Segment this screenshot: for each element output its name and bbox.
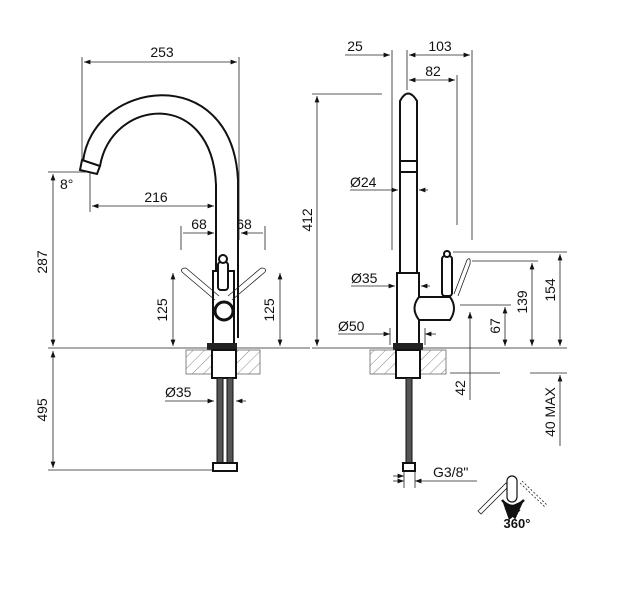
dim-68-left: 68	[191, 216, 207, 232]
dim-67: 67	[487, 318, 503, 334]
dim-125-right: 125	[261, 298, 277, 322]
dim-tube-24: Ø24	[350, 174, 377, 190]
dim-body-35: Ø35	[351, 270, 378, 286]
hub	[213, 300, 235, 322]
lever-left	[181, 267, 220, 301]
dim-103: 103	[428, 38, 452, 54]
dim-253: 253	[150, 44, 174, 60]
tube-band	[399, 160, 418, 173]
handle-top-icon	[218, 254, 228, 264]
dim-8-deg: 8°	[60, 176, 73, 192]
dim-25: 25	[347, 38, 363, 54]
dim-42: 42	[452, 380, 468, 396]
dim-82: 82	[425, 63, 441, 79]
dim-hose-35: Ø35	[165, 384, 192, 400]
rotation-label: 360°	[504, 516, 531, 531]
dim-125-left: 125	[154, 298, 170, 322]
dim-287: 287	[34, 250, 50, 274]
hose	[405, 377, 413, 464]
spout-inner	[99, 112, 217, 338]
handle-top-icon	[443, 250, 451, 258]
hose-left	[216, 377, 224, 464]
spout	[82, 94, 239, 338]
handle-knob	[217, 261, 229, 291]
dim-thread-g38: G3/8"	[433, 464, 468, 480]
dim-139: 139	[514, 290, 530, 314]
dim-40-max: 40 MAX	[542, 386, 558, 436]
dim-68-right: 68	[236, 216, 252, 232]
base-plate	[207, 343, 237, 350]
tube	[399, 92, 418, 274]
dim-216: 216	[144, 189, 168, 205]
handle-alt-position	[453, 258, 471, 297]
lever-right	[227, 267, 266, 301]
nuts	[212, 462, 238, 472]
dim-495: 495	[34, 398, 50, 422]
dim-base-50: Ø50	[338, 318, 365, 334]
handle	[441, 255, 453, 297]
nut	[402, 462, 416, 472]
hose-right	[226, 377, 234, 464]
dim-154: 154	[542, 278, 558, 302]
base-plate	[393, 343, 423, 350]
hub	[413, 296, 455, 321]
side-view: 25 103 82 412 Ø24 Ø35 Ø50 154 139 67 42 …	[299, 38, 567, 488]
dim-412: 412	[299, 208, 315, 232]
rotation-360-icon: 360°	[477, 475, 549, 531]
shank	[211, 349, 237, 379]
aerator	[78, 158, 102, 176]
shank	[395, 349, 421, 379]
front-view: 253 8° 216 68 68 287 125 125 495 Ø35	[34, 44, 310, 472]
